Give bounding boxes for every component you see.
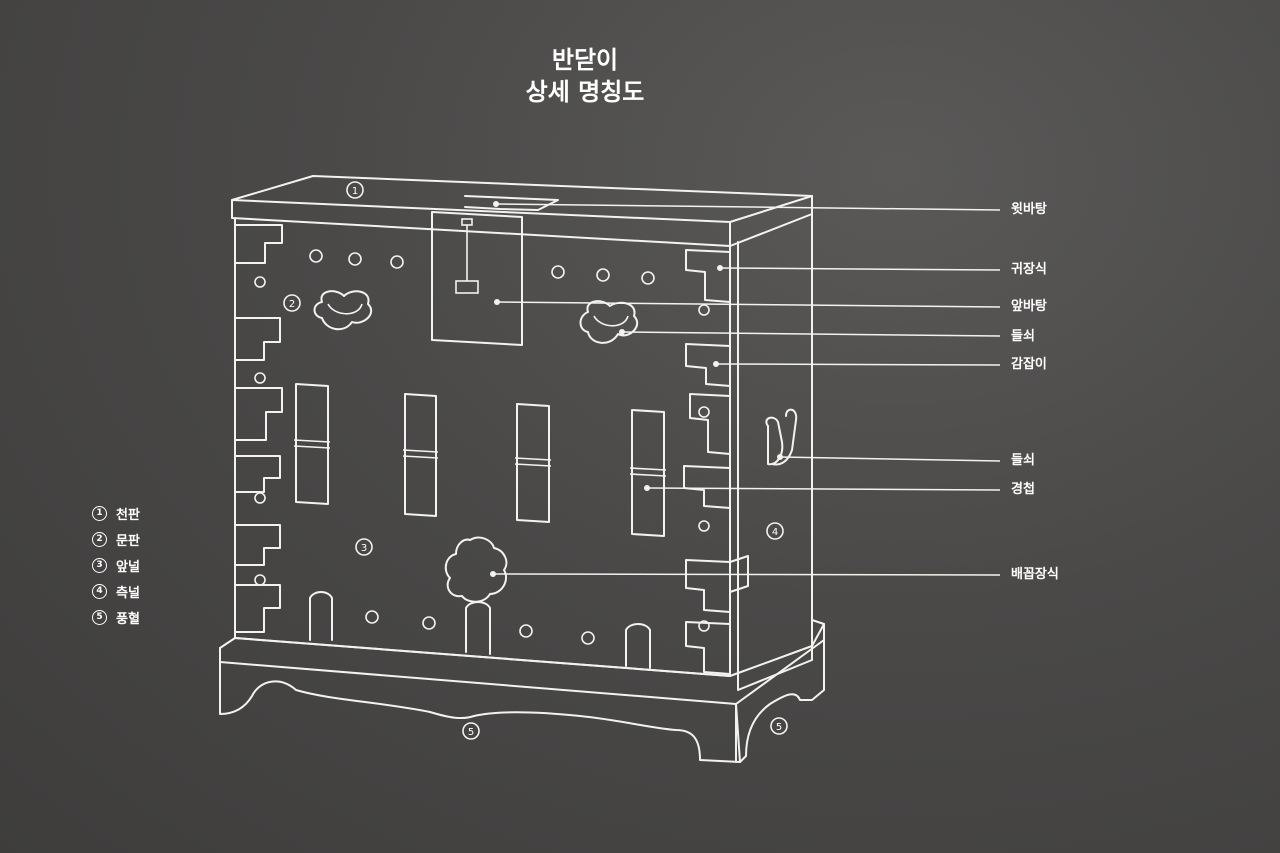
front-bottom-slats (309, 591, 651, 669)
title-line-2: 상세 명칭도 (525, 78, 645, 106)
label-corner-ornament: 귀장식 (1011, 262, 1047, 277)
label-side-handle: 들쇠 (1011, 453, 1035, 468)
diagram-markers: 1 2 3 4 5 5 (283, 181, 788, 740)
label-front-base-plate: 앞바탕 (1011, 299, 1047, 314)
marker-1: 1 (346, 181, 364, 199)
upper-base-plate (431, 195, 559, 346)
label-front-handle: 들쇠 (1011, 329, 1035, 344)
callout-lines (490, 201, 1001, 577)
hinges (293, 383, 667, 537)
legend-item-1: 1 천판 (92, 500, 140, 526)
legend-item-5: 5 풍혈 (92, 604, 140, 630)
legend-number: 4 (92, 583, 107, 599)
svg-text:2: 2 (289, 299, 295, 310)
legend-item-2: 2 문판 (92, 526, 140, 552)
label-hinge: 경첩 (1011, 482, 1035, 497)
svg-text:1: 1 (352, 186, 358, 197)
side-board (737, 213, 813, 691)
marker-5-front: 5 (462, 722, 480, 740)
legend-item-3: 3 앞널 (92, 552, 140, 578)
legend-label: 풍혈 (116, 611, 140, 627)
legend-label: 측널 (116, 585, 140, 601)
marker-4: 4 (766, 522, 784, 540)
base-stand (219, 619, 825, 763)
svg-text:3: 3 (361, 543, 367, 554)
legend-number: 3 (92, 557, 107, 573)
nail-heads (254, 249, 710, 645)
diagram-title: 반닫이 상세 명칭도 (440, 44, 730, 108)
label-clamp-fitting: 감잡이 (1011, 357, 1047, 372)
side-handle (765, 408, 798, 466)
legend-item-4: 4 측널 (92, 578, 140, 604)
legend: 1 천판 2 문판 3 앞널 4 측널 5 풍혈 (92, 500, 140, 630)
legend-number: 1 (92, 505, 107, 521)
title-line-1: 반닫이 (551, 46, 619, 74)
svg-text:5: 5 (776, 722, 782, 733)
legend-label: 천판 (116, 507, 140, 523)
legend-number: 5 (92, 609, 107, 625)
legend-label: 앞널 (116, 559, 140, 575)
left-corner-fittings (234, 224, 283, 633)
label-top-base-plate: 윗바탕 (1011, 202, 1047, 217)
marker-5-side: 5 (770, 717, 788, 735)
marker-2: 2 (283, 294, 301, 312)
svg-text:4: 4 (772, 527, 778, 538)
svg-text:5: 5 (468, 727, 474, 738)
label-navel-ornament: 배꼽장식 (1011, 567, 1059, 582)
front-handle-right (579, 300, 639, 344)
navel-ornament (444, 536, 508, 603)
marker-3: 3 (355, 538, 373, 556)
legend-label: 문판 (116, 533, 140, 549)
legend-number: 2 (92, 531, 107, 547)
front-handle-left (313, 290, 373, 331)
